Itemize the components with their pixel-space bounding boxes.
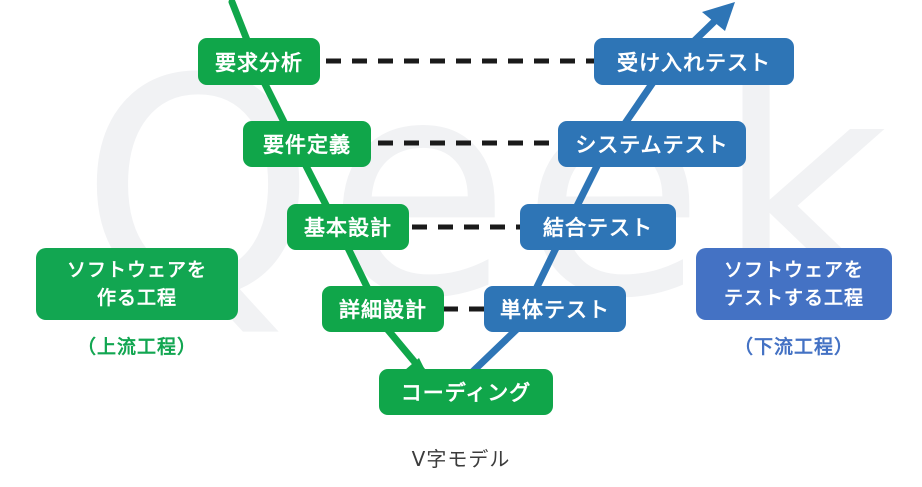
correspondence-links [326,58,594,312]
node-coding[interactable]: コーディング [379,369,553,415]
downstream-panel-text: ソフトウェアを テストする工程 [724,256,864,312]
node-label: 詳細設計 [339,298,427,322]
downstream-process-panel: ソフトウェアを テストする工程 [696,248,892,320]
upstream-panel-text: ソフトウェアを 作る工程 [67,256,207,312]
node-detailed-design[interactable]: 詳細設計 [322,286,444,332]
node-system-test[interactable]: システムテスト [558,121,746,167]
upstream-panel-line-2: 作る工程 [96,287,177,309]
node-label: 要件定義 [263,133,351,157]
upstream-process-panel: ソフトウェアを 作る工程 [36,248,238,320]
node-label: 結合テスト [543,216,653,240]
node-basic-design[interactable]: 基本設計 [287,204,409,250]
upstream-panel-line-1: ソフトウェアを [66,259,207,281]
node-label: コーディング [400,381,532,405]
node-requirements-analysis[interactable]: 要求分析 [198,38,320,85]
node-label: 基本設計 [304,216,392,240]
node-unit-test[interactable]: 単体テスト [484,286,626,332]
node-integration-test[interactable]: 結合テスト [520,204,676,250]
downstream-panel-line-1: ソフトウェアを [723,259,864,281]
figure-caption: V字モデル [411,447,511,471]
node-label: システムテスト [575,133,729,157]
node-label: 単体テスト [500,298,610,322]
downstream-process-caption: （下流工程） [733,336,854,358]
downstream-panel-line-2: テストする工程 [723,287,864,309]
node-label: 受け入れテスト [617,50,771,75]
node-acceptance-test[interactable]: 受け入れテスト [594,38,794,85]
node-requirements-definition[interactable]: 要件定義 [243,121,371,167]
upstream-process-caption: （上流工程） [76,336,197,358]
node-label: 要求分析 [215,50,303,75]
